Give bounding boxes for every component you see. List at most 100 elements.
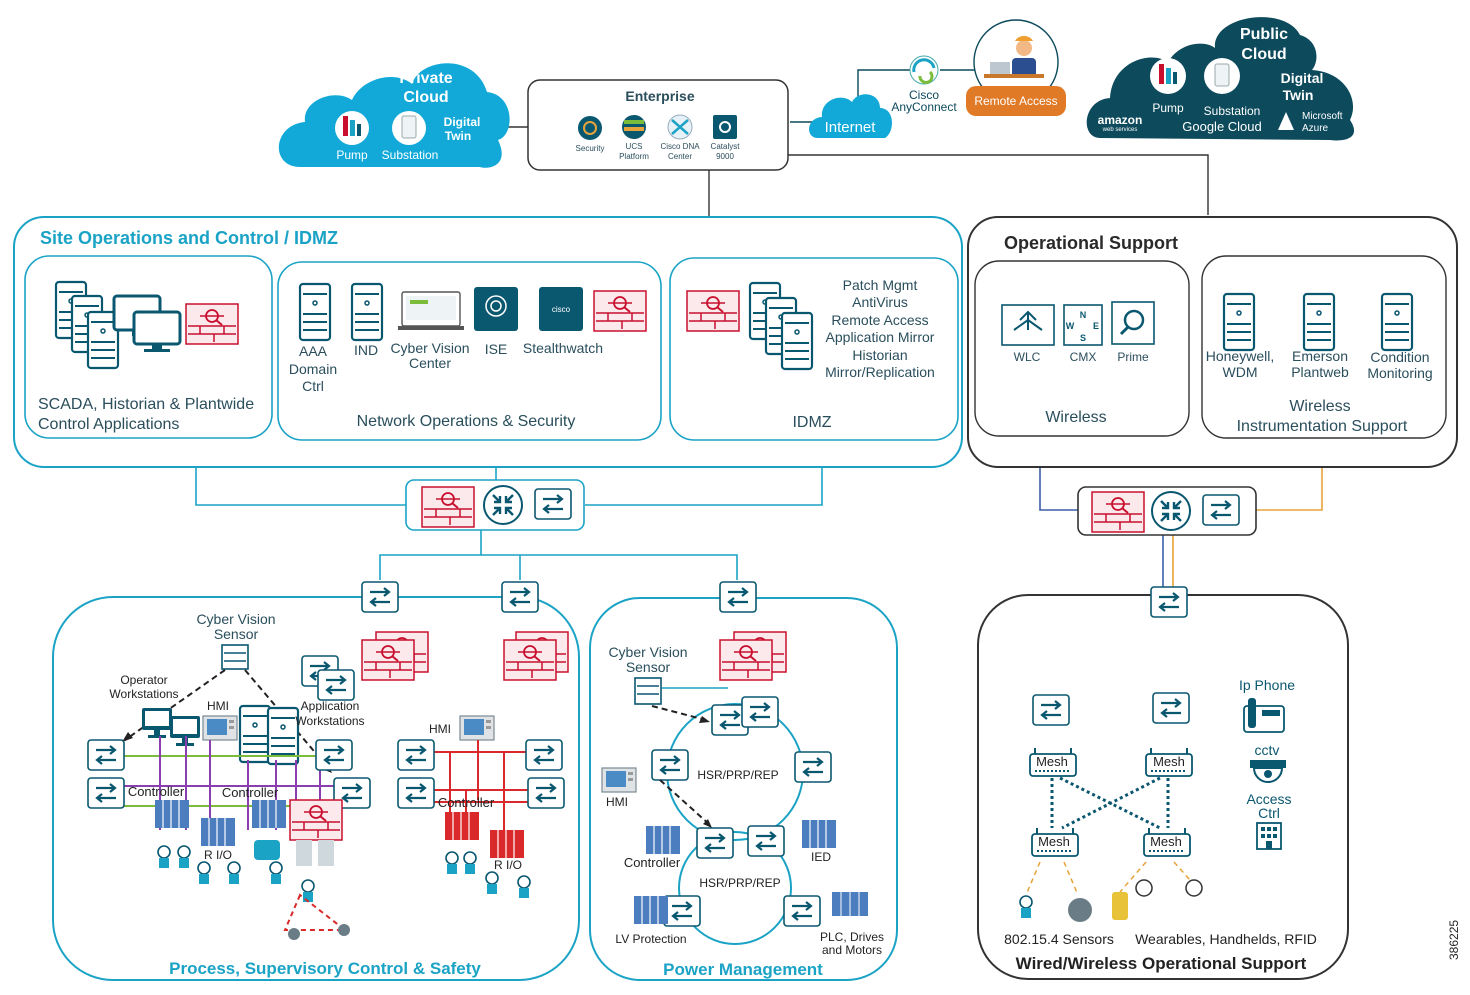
private-digital-twin-1: Digital	[444, 115, 481, 129]
netops-title: Network Operations & Security	[357, 413, 576, 430]
power-hmi-label: HMI	[606, 795, 628, 809]
process-zone: Process, Supervisory Control & Safety Cy…	[52, 580, 580, 981]
enterprise-ucs-label-2: Platform	[619, 152, 649, 161]
wired-wireless-zone: Wired/Wireless Operational Support Mesh …	[977, 585, 1349, 980]
sensors-label: 802.15.4 Sensors	[1004, 931, 1114, 947]
enterprise-cat-label-2: 9000	[716, 152, 734, 161]
public-cloud-title-1: Public	[1240, 26, 1288, 43]
idmz-services: Patch Mgmt AntiVirus Remote Access Appli…	[825, 277, 935, 380]
remote-access: Remote Access	[966, 19, 1066, 116]
site-operations-zone: Site Operations and Control / IDMZ SCADA…	[13, 216, 963, 468]
public-substation-label: Substation	[1204, 104, 1261, 118]
site-ops-title: Site Operations and Control / IDMZ	[40, 228, 338, 248]
mesh-label: Mesh	[1038, 834, 1070, 849]
core-stack	[405, 479, 585, 531]
instrumentation-title-2: Instrumentation Support	[1237, 418, 1408, 435]
honeywell-label-1: Honeywell,	[1206, 348, 1274, 364]
wearables-label: Wearables, Handhelds, RFID	[1135, 931, 1317, 947]
anyconnect-label-1: Cisco	[909, 88, 939, 102]
honeywell-label-2: WDM	[1223, 364, 1258, 380]
enterprise-cat-label-1: Catalyst	[711, 142, 741, 151]
aaa-label-2: Domain	[289, 361, 337, 377]
cv-sensor-label-1: Cyber Vision	[196, 611, 275, 627]
anyconnect-label-2: AnyConnect	[891, 100, 957, 114]
enterprise-dna-label-2: Center	[668, 152, 692, 161]
figure-id: 386225	[1447, 920, 1461, 960]
aws-logo-subtext: web services	[1102, 127, 1138, 133]
azure-logo-icon	[1278, 112, 1294, 130]
internet-cloud: Internet	[809, 94, 892, 138]
aws-logo-text: amazon	[1098, 113, 1143, 127]
instrumentation-title-1: Wireless	[1289, 398, 1350, 415]
private-digital-twin-2: Twin	[445, 129, 471, 143]
enterprise-dna-label-1: Cisco DNA	[660, 142, 700, 151]
operator-ws-label-1: Operator	[120, 673, 167, 687]
condition-label-1: Condition	[1370, 349, 1429, 365]
ise-label: ISE	[485, 341, 508, 357]
op-support-title: Operational Support	[1004, 233, 1178, 253]
enterprise-title: Enterprise	[625, 88, 694, 104]
operator-ws-label-2: Workstations	[109, 687, 178, 701]
plc-label-1: PLC, Drives	[820, 930, 884, 944]
private-cloud-title-1: Private	[399, 70, 452, 87]
ind-label: IND	[354, 342, 378, 358]
azure-logo-text-1: Microsoft	[1302, 111, 1343, 122]
public-pump-label: Pump	[1152, 101, 1184, 115]
controller-label: Controller	[128, 784, 185, 799]
private-substation-label: Substation	[382, 148, 439, 162]
idmz-service: Patch Mgmt	[843, 277, 918, 293]
private-cloud: Private Cloud Pump Substation Digital Tw…	[278, 63, 510, 168]
idmz-service: Mirror/Replication	[825, 364, 935, 380]
svg-text:cisco: cisco	[552, 305, 571, 314]
google-cloud-logo-text: Google Cloud	[1182, 119, 1262, 134]
mesh-label: Mesh	[1153, 754, 1185, 769]
idmz-box	[669, 257, 959, 441]
power-zone: Power Management Cyber Vision Sensor HSR…	[589, 580, 898, 981]
scada-label-1: SCADA, Historian & Plantwide	[38, 396, 254, 413]
private-cloud-title-2: Cloud	[403, 89, 448, 106]
azure-logo-text-2: Azure	[1302, 123, 1329, 134]
aaa-label-1: AAA	[299, 343, 328, 359]
prime-label: Prime	[1117, 350, 1149, 364]
enterprise-ucs-label-1: UCS	[626, 142, 643, 151]
hmi2-label: HMI	[429, 722, 451, 736]
ring1-label: HSR/PRP/REP	[697, 768, 778, 782]
enterprise-box: Enterprise Security UCS Platform Cisco D…	[527, 79, 789, 171]
idmz-title: IDMZ	[792, 414, 831, 431]
operational-support-zone: Operational Support N S W E WLC CMX Prim…	[967, 216, 1458, 468]
public-digital-twin-2: Twin	[1283, 87, 1314, 103]
svg-text:N: N	[1080, 310, 1087, 320]
power-cv-label-2: Sensor	[626, 659, 671, 675]
mesh-links	[1050, 776, 1170, 830]
public-cloud: Public Cloud Pump Substation Digital Twi…	[1086, 17, 1355, 141]
controller-label: Controller	[222, 785, 279, 800]
private-pump-label: Pump	[336, 148, 368, 162]
ring2-label: HSR/PRP/REP	[699, 876, 780, 890]
app-ws-label-1: Application	[301, 699, 360, 713]
plc-label-2: and Motors	[822, 943, 882, 957]
access-ctrl-label-2: Ctrl	[1258, 805, 1280, 821]
app-ws-label-2: Workstations	[295, 714, 364, 728]
power-controller-label: Controller	[624, 855, 681, 870]
controller2-label: Controller	[438, 795, 495, 810]
process-bus	[122, 736, 350, 830]
condition-label-2: Monitoring	[1367, 365, 1432, 381]
public-cloud-title-2: Cloud	[1241, 46, 1286, 63]
lv-protection-label: LV Protection	[615, 932, 686, 946]
svg-text:E: E	[1093, 321, 1099, 331]
power-title: Power Management	[663, 960, 823, 979]
cyber-vision-center-label-1: Cyber Vision	[390, 340, 469, 356]
wlc-label: WLC	[1014, 350, 1041, 364]
remote-access-label: Remote Access	[974, 94, 1057, 108]
cv-sensor-label-2: Sensor	[214, 626, 259, 642]
cyber-vision-center-label-2: Center	[409, 355, 451, 371]
ied-label: IED	[811, 850, 831, 864]
op-support-stack	[1077, 486, 1257, 536]
cmx-label: CMX	[1070, 350, 1097, 364]
power-cv-label-1: Cyber Vision	[608, 644, 687, 660]
idmz-service: AntiVirus	[852, 294, 908, 310]
hmi-label: HMI	[207, 699, 229, 713]
ww-title: Wired/Wireless Operational Support	[1016, 954, 1307, 973]
mesh-label: Mesh	[1036, 754, 1068, 769]
